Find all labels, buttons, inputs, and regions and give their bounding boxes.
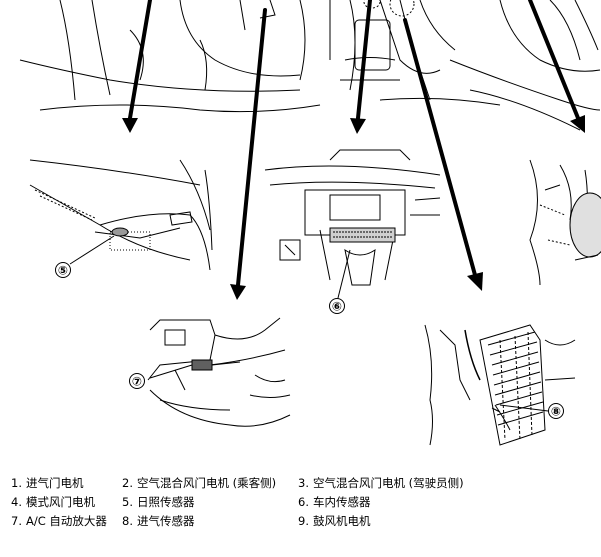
legend-label: 进气门电机 (25, 476, 84, 490)
legend-item: 3. 空气混合风门电机 (驾驶员侧) (298, 474, 498, 493)
legend-number: 9. (298, 514, 309, 528)
legend-item: 1. 进气门电机 (11, 474, 122, 493)
sunload-sensor-illustration: ⑤ (29, 159, 213, 278)
legend-number: 2. (122, 476, 133, 490)
callout-8: ⑧ (551, 405, 561, 419)
component-legend: 1. 进气门电机 2. 空气混合风门电机 (乘客侧) 3. 空气混合风门电机 (… (11, 474, 596, 531)
legend-item: 8. 进气传感器 (122, 512, 298, 531)
callout-7: ⑥ (332, 300, 342, 314)
legend-item: 4. 模式风门电机 (11, 493, 122, 512)
intake-sensor-illustration: ⑧ (424, 324, 576, 446)
legend-label: 模式风门电机 (25, 495, 95, 509)
legend-number: 8. (122, 514, 133, 528)
legend-label: 空气混合风门电机 (乘客侧) (136, 476, 277, 490)
legend-row: 4. 模式风门电机 5. 日照传感器 6. 车内传感器 (11, 493, 596, 512)
legend-number: 6. (298, 495, 309, 509)
legend-number: 5. (122, 495, 133, 509)
legend-item: 2. 空气混合风门电机 (乘客侧) (122, 474, 298, 493)
callout-6: ⑦ (132, 375, 142, 389)
legend-item: 9. 鼓风机电机 (298, 512, 498, 531)
in-vehicle-sensor-illustration: ⑦ (129, 317, 291, 427)
legend-item: 6. 车内传感器 (298, 493, 498, 512)
legend-item: 5. 日照传感器 (122, 493, 298, 512)
legend-number: 1. (11, 476, 22, 490)
callout-5: ⑤ (58, 264, 68, 278)
legend-label: 空气混合风门电机 (驾驶员侧) (312, 476, 464, 490)
legend-number: 7. (11, 514, 22, 528)
blower-motor-illustration (529, 159, 601, 286)
legend-label: 车内传感器 (312, 495, 371, 509)
legend-label: A/C 自动放大器 (25, 514, 107, 528)
legend-row: 7. A/C 自动放大器 8. 进气传感器 9. 鼓风机电机 (11, 512, 596, 531)
legend-label: 鼓风机电机 (312, 514, 371, 528)
pointer-arrows (122, 0, 585, 300)
legend-number: 4. (11, 495, 22, 509)
legend-item: 7. A/C 自动放大器 (11, 512, 122, 531)
legend-label: 进气传感器 (136, 514, 195, 528)
legend-label: 日照传感器 (136, 495, 195, 509)
component-location-diagram: ⑤ ⑥ (19, 0, 601, 446)
ac-auto-amp-illustration: ⑥ (264, 149, 441, 314)
legend-row: 1. 进气门电机 2. 空气混合风门电机 (乘客侧) 3. 空气混合风门电机 (… (11, 474, 596, 493)
legend-number: 3. (298, 476, 309, 490)
interior-overview-illustration (19, 0, 601, 131)
